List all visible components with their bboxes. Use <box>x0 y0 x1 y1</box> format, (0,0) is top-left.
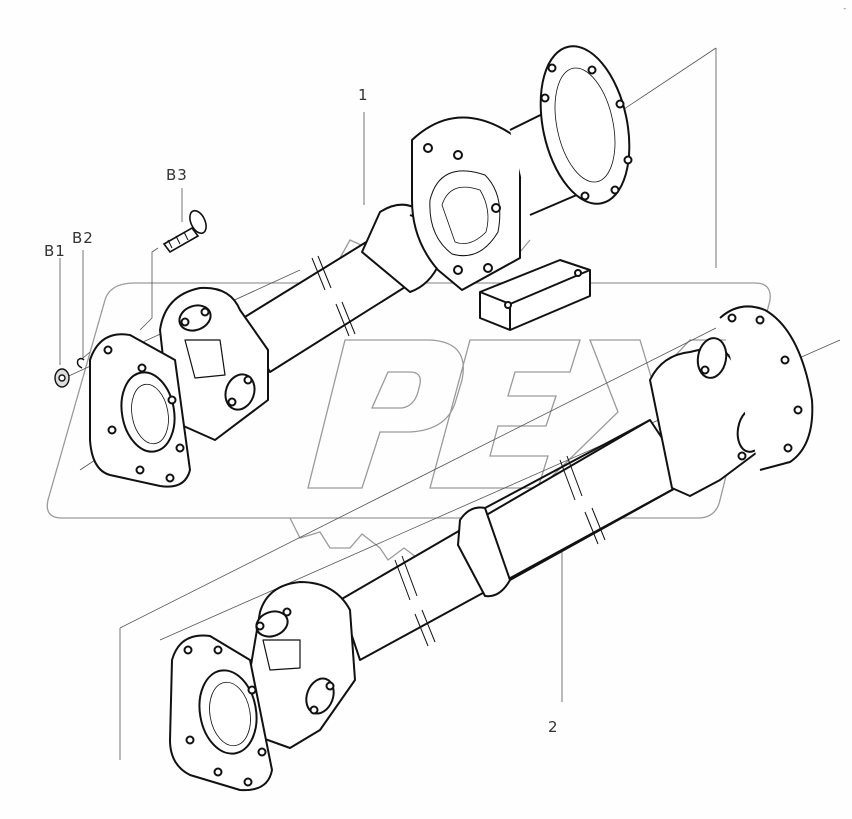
callout-b1: B1 <box>44 242 66 260</box>
shaft-2 <box>169 305 814 792</box>
bolt-b3 <box>162 209 207 254</box>
callout-1: 1 <box>358 86 369 104</box>
washer-b2 <box>76 357 85 369</box>
nut-b1 <box>54 368 70 388</box>
corner-mark: - <box>843 4 846 13</box>
watermark-letter-p <box>307 339 464 489</box>
callout-b3: B3 <box>166 166 188 184</box>
leader-line-b2 <box>82 250 91 359</box>
shaft-1 <box>89 45 633 488</box>
watermark-frame <box>46 282 771 519</box>
watermark-letter-e <box>429 339 581 489</box>
callout-2: 2 <box>548 718 559 736</box>
leader-line-bolt <box>139 247 159 331</box>
watermark <box>46 230 771 561</box>
callout-b2: B2 <box>72 229 94 247</box>
